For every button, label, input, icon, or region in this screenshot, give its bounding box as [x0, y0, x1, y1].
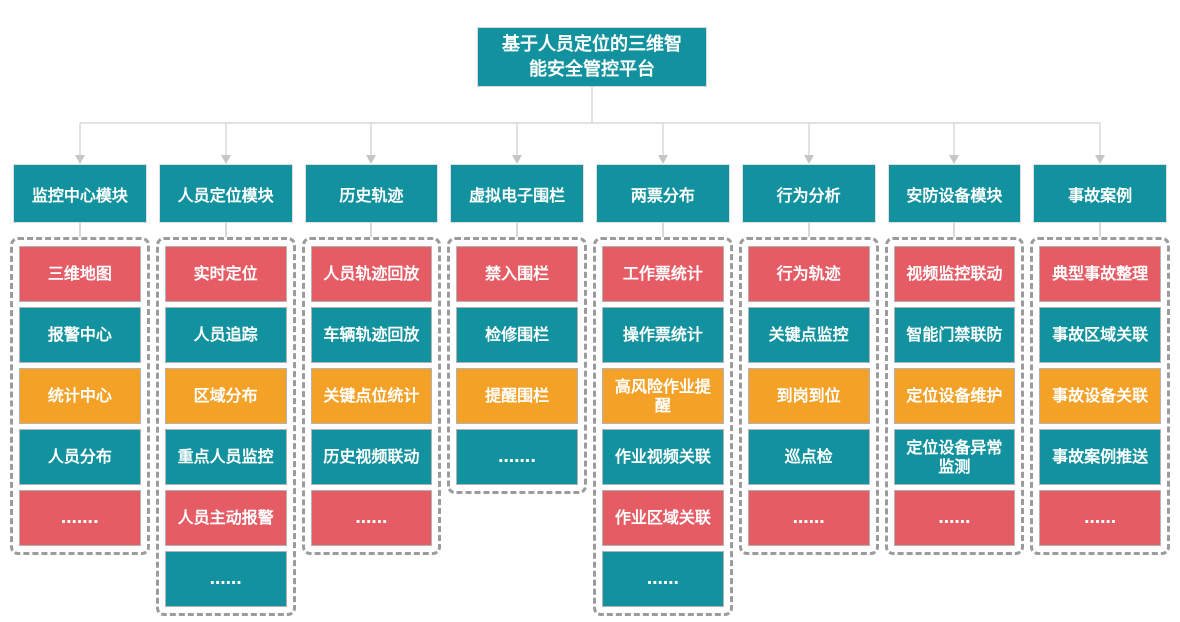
- connector-stub: [953, 222, 956, 237]
- module-column-5: 两票分布 工作票统计 操作票统计 高风险作业提 醒 作业视频关联 作业区域关联 …: [593, 165, 733, 616]
- connector-stub: [224, 222, 227, 237]
- submodule-node: 工作票统计: [602, 246, 724, 302]
- module-columns-row: 监控中心模块 三维地图 报警中心 统计中心 人员分布 ……. 人员定位模块 实时…: [10, 165, 1170, 616]
- submodule-node: …….: [19, 490, 141, 546]
- module-header: 虚拟电子围栏: [451, 165, 583, 222]
- module-header: 监控中心模块: [14, 165, 146, 222]
- submodule-node: 人员主动报警: [164, 490, 287, 546]
- submodule-node: 车辆轨迹回放: [310, 307, 433, 363]
- submodule-node: 三维地图: [19, 246, 141, 302]
- connector-stub: [1099, 222, 1102, 237]
- submodule-group: 典型事故整理 事故区域关联 事故设备关联 事故案例推送 ……: [1030, 237, 1170, 555]
- submodule-node: 高风险作业提 醒: [602, 368, 724, 424]
- submodule-node: 定位设备维护: [893, 368, 1016, 424]
- module-header: 历史轨迹: [305, 165, 438, 222]
- submodule-node: 区域分布: [164, 368, 287, 424]
- connector-stub: [807, 222, 810, 237]
- submodule-group: 行为轨迹 关键点监控 到岗到位 巡点检 ……: [738, 237, 879, 555]
- submodule-node: 到岗到位: [747, 368, 870, 424]
- submodule-node: 智能门禁联防: [893, 307, 1016, 363]
- submodule-node: ……: [164, 551, 287, 607]
- submodule-node: 人员分布: [19, 429, 141, 485]
- submodule-node: 作业区域关联: [602, 490, 724, 546]
- module-header: 事故案例: [1034, 165, 1166, 222]
- submodule-node: 事故案例推送: [1039, 429, 1161, 485]
- module-column-2: 人员定位模块 实时定位 人员追踪 区域分布 重点人员监控 人员主动报警 ……: [155, 165, 296, 616]
- submodule-node: 报警中心: [19, 307, 141, 363]
- module-header: 人员定位模块: [159, 165, 292, 222]
- connector-lines: [79, 86, 1101, 156]
- submodule-node: 实时定位: [164, 246, 287, 302]
- module-header: 行为分析: [742, 165, 875, 222]
- submodule-group: 实时定位 人员追踪 区域分布 重点人员监控 人员主动报警 ……: [155, 237, 296, 616]
- connector-stub: [516, 222, 519, 237]
- submodule-node: 作业视频关联: [602, 429, 724, 485]
- submodule-group: 视频监控联动 智能门禁联防 定位设备维护 定位设备异常 监测 ……: [884, 237, 1025, 555]
- submodule-node: 统计中心: [19, 368, 141, 424]
- submodule-group: 三维地图 报警中心 统计中心 人员分布 …….: [10, 237, 150, 555]
- submodule-node: 提醒围栏: [456, 368, 578, 424]
- submodule-node: 人员追踪: [164, 307, 287, 363]
- submodule-node: 定位设备异常 监测: [893, 429, 1016, 485]
- submodule-group: 工作票统计 操作票统计 高风险作业提 醒 作业视频关联 作业区域关联 ……: [593, 237, 733, 616]
- submodule-node: 操作票统计: [602, 307, 724, 363]
- module-column-6: 行为分析 行为轨迹 关键点监控 到岗到位 巡点检 ……: [738, 165, 879, 616]
- submodule-node: 人员轨迹回放: [310, 246, 433, 302]
- root-node: 基于人员定位的三维智 能安全管控平台: [478, 28, 706, 86]
- submodule-node: ……: [602, 551, 724, 607]
- submodule-node: 重点人员监控: [164, 429, 287, 485]
- submodule-node: 视频监控联动: [893, 246, 1016, 302]
- module-column-3: 历史轨迹 人员轨迹回放 车辆轨迹回放 关键点位统计 历史视频联动 ……: [301, 165, 442, 616]
- submodule-node: 关键点位统计: [310, 368, 433, 424]
- submodule-node: 关键点监控: [747, 307, 870, 363]
- submodule-node: 禁入围栏: [456, 246, 578, 302]
- submodule-node: ……: [893, 490, 1016, 546]
- module-header: 两票分布: [597, 165, 729, 222]
- module-column-1: 监控中心模块 三维地图 报警中心 统计中心 人员分布 …….: [10, 165, 150, 616]
- submodule-node: 行为轨迹: [747, 246, 870, 302]
- submodule-node: 典型事故整理: [1039, 246, 1161, 302]
- arrow-down-icon: [75, 155, 1105, 164]
- module-column-8: 事故案例 典型事故整理 事故区域关联 事故设备关联 事故案例推送 ……: [1030, 165, 1170, 616]
- connector-stub: [661, 222, 664, 237]
- submodule-node: 巡点检: [747, 429, 870, 485]
- submodule-node: 事故设备关联: [1039, 368, 1161, 424]
- tree-connectors: [75, 86, 1105, 164]
- submodule-node: …….: [456, 429, 578, 485]
- submodule-group: 人员轨迹回放 车辆轨迹回放 关键点位统计 历史视频联动 ……: [301, 237, 442, 555]
- submodule-node: ……: [1039, 490, 1161, 546]
- submodule-node: 历史视频联动: [310, 429, 433, 485]
- module-column-7: 安防设备模块 视频监控联动 智能门禁联防 定位设备维护 定位设备异常 监测 ……: [884, 165, 1025, 616]
- submodule-node: 检修围栏: [456, 307, 578, 363]
- submodule-node: 事故区域关联: [1039, 307, 1161, 363]
- submodule-node: ……: [310, 490, 433, 546]
- submodule-group: 禁入围栏 检修围栏 提醒围栏 …….: [447, 237, 587, 494]
- module-column-4: 虚拟电子围栏 禁入围栏 检修围栏 提醒围栏 …….: [447, 165, 587, 616]
- submodule-node: ……: [747, 490, 870, 546]
- connector-stub: [370, 222, 373, 237]
- module-header: 安防设备模块: [888, 165, 1021, 222]
- connector-stub: [78, 222, 81, 237]
